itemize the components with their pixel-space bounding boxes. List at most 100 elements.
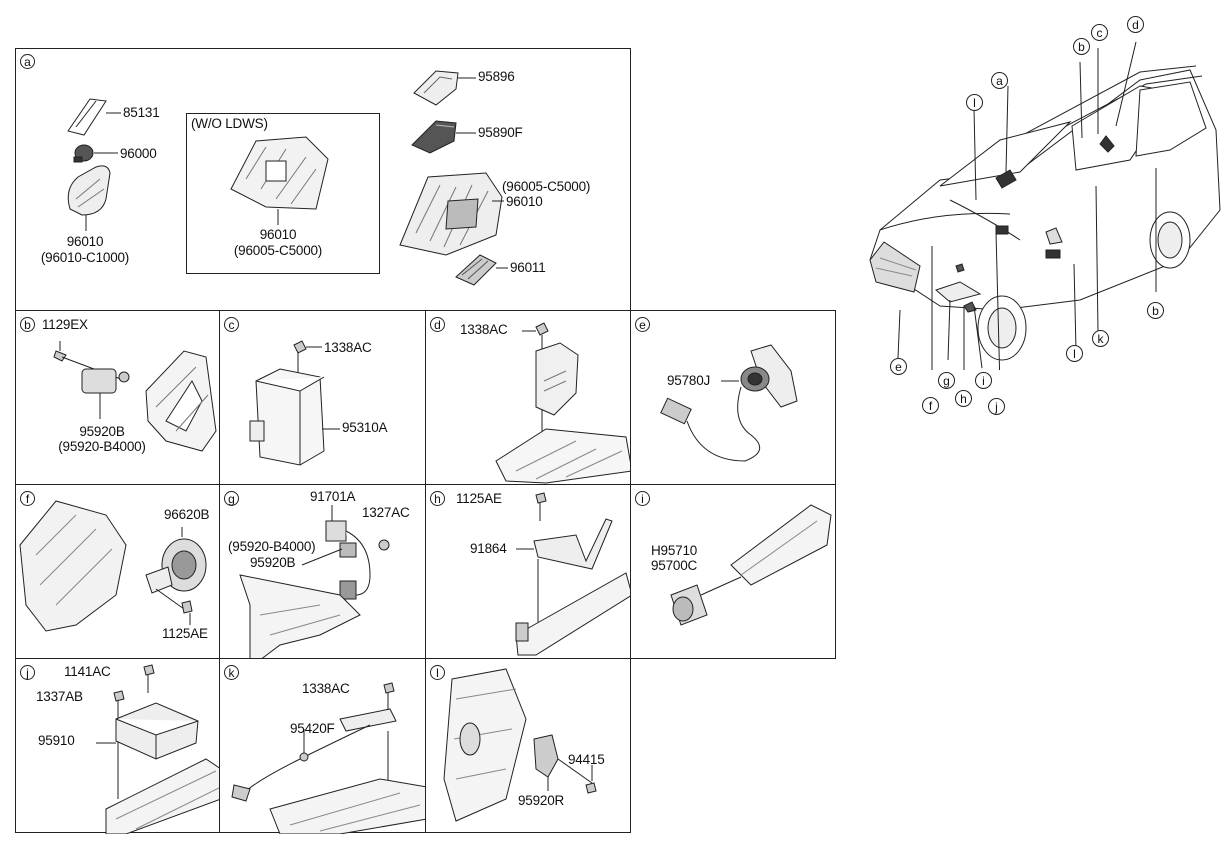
- label-95920B: 95920B: [250, 555, 296, 570]
- camera-95780J-icon: [740, 366, 770, 392]
- panel-k: k 1338AC 95420F: [219, 658, 427, 834]
- label-94415: 94415: [568, 752, 605, 767]
- label-96010-left-alt: (96010-C1000): [40, 250, 130, 265]
- label-95700C: 95700C: [651, 558, 698, 573]
- panel-h-artwork: [515, 492, 632, 656]
- label-1141AC: 1141AC: [64, 664, 111, 679]
- vehicle-callout-g: g: [938, 372, 955, 389]
- wo-ldws-box: (W/O LDWS): [186, 113, 380, 274]
- vehicle-callout-b-top: b: [1073, 38, 1090, 55]
- vehicle-outline-icon: [869, 41, 1221, 370]
- crash-sensor-95920B-icon: [81, 368, 117, 394]
- vehicle-locator-diagram: a b c d l b e: [840, 10, 1232, 375]
- panel-i-letter: i: [635, 491, 650, 506]
- vehicle-callout-l-bottom: l: [1066, 345, 1083, 362]
- panel-j-letter: j: [20, 665, 35, 680]
- panel-g: g 91701A 1327AC (95920-B4000) 95920B: [219, 484, 426, 660]
- panel-j: j 1141AC 1337AB 95910: [15, 658, 221, 834]
- label-1129EX: 1129EX: [42, 317, 88, 332]
- label-1338AC: 1338AC: [324, 340, 372, 355]
- cover-96011-icon: [455, 254, 508, 286]
- panel-i: i H95710 95700C: [630, 484, 836, 659]
- panel-l: l 94415 95920R: [425, 658, 631, 833]
- panel-f-letter: f: [20, 491, 35, 506]
- vehicle-callout-e: e: [890, 358, 907, 375]
- panel-l-letter: l: [430, 665, 445, 680]
- bracket-91864-icon: [533, 518, 613, 570]
- panel-e: e 95780J: [630, 310, 836, 485]
- actuator-icon: [535, 342, 579, 416]
- panel-c-artwork: [249, 340, 340, 466]
- panel-b-artwork: [53, 341, 217, 452]
- label-1125AE: 1125AE: [162, 626, 208, 641]
- panel-e-letter: e: [635, 317, 650, 332]
- panel-a: a: [15, 48, 631, 311]
- label-95310A: 95310A: [342, 420, 388, 435]
- label-96005-right: (96005-C5000): [502, 179, 591, 194]
- vehicle-callout-d: d: [1127, 16, 1144, 33]
- sensor-91701A-icon: [325, 520, 347, 542]
- panel-e-artwork: [660, 344, 798, 462]
- sensor-96000-icon: [73, 144, 118, 163]
- label-96010-mid-alt: (96005-C5000): [233, 243, 323, 258]
- label-96010-left: 96010: [66, 234, 104, 249]
- vehicle-callout-a: a: [991, 72, 1008, 89]
- label-96620B: 96620B: [164, 507, 210, 522]
- label-95780J: 95780J: [667, 373, 711, 388]
- vehicle-callout-i: i: [975, 372, 992, 389]
- label-95890F: 95890F: [478, 125, 523, 140]
- vehicle-callout-j: j: [988, 398, 1005, 415]
- panel-k-letter: k: [224, 665, 239, 680]
- door-panel-icon: [443, 668, 527, 822]
- label-1337AB: 1337AB: [36, 689, 83, 704]
- panel-a-letter: a: [20, 54, 35, 69]
- label-95896: 95896: [478, 69, 515, 84]
- label-H95710: H95710: [651, 543, 698, 558]
- airbag-module-95910-icon: [115, 702, 199, 760]
- vehicle-callout-b-rear: b: [1147, 302, 1164, 319]
- panel-h-letter: h: [430, 491, 445, 506]
- vehicle-callout-c: c: [1091, 24, 1108, 41]
- sensor-95700C-icon: [670, 584, 708, 626]
- label-95420F: 95420F: [290, 721, 335, 736]
- vehicle-callout-h: h: [955, 390, 972, 407]
- label-85131: 85131: [123, 105, 160, 120]
- label-96010-right: 96010: [506, 194, 543, 209]
- cover-95890F-icon: [411, 120, 476, 154]
- label-96010-mid: 96010: [259, 227, 297, 242]
- vehicle-callout-k: k: [1092, 330, 1109, 347]
- label-wo-ldws: (W/O LDWS): [191, 116, 268, 131]
- label-95920B-alt: (95920-B4000): [58, 439, 146, 454]
- label-96011: 96011: [510, 260, 546, 275]
- bracket-85131-icon: [67, 98, 121, 136]
- vehicle-callout-l-top: l: [966, 94, 983, 111]
- panel-d-letter: d: [430, 317, 445, 332]
- panel-b-letter: b: [20, 317, 35, 332]
- panel-g-letter: g: [224, 491, 239, 506]
- panel-b: b 1129EX 95920B (95920-B4000): [15, 310, 220, 485]
- label-1338AC: 1338AC: [302, 681, 350, 696]
- sensor-95920R-icon: [533, 734, 559, 778]
- panel-c-letter: c: [224, 317, 239, 332]
- label-96000: 96000: [120, 146, 157, 161]
- panel-c: c 1338AC 95310A: [219, 310, 426, 485]
- label-95920B-alt: (95920-B4000): [228, 539, 316, 554]
- cover-95896-icon: [413, 70, 476, 106]
- camera-assembly-96010-icon: [399, 172, 504, 256]
- horn-96620B-icon: [161, 538, 207, 592]
- label-1125AE: 1125AE: [456, 491, 502, 506]
- label-95920B: 95920B: [79, 424, 125, 439]
- label-95920R: 95920R: [518, 793, 565, 808]
- cover-96010-left-icon: [67, 165, 111, 231]
- label-1338AC: 1338AC: [460, 322, 508, 337]
- panel-f: f 96620B 1125AE: [15, 484, 220, 659]
- label-1327AC: 1327AC: [362, 505, 410, 520]
- panel-h: h 1125AE 91864: [425, 484, 632, 659]
- label-95910: 95910: [38, 733, 75, 748]
- label-91701A: 91701A: [310, 489, 356, 504]
- panel-d: d 1338AC: [425, 310, 632, 485]
- panel-d-artwork: [495, 322, 632, 484]
- vehicle-callout-f: f: [922, 397, 939, 414]
- label-91864: 91864: [470, 541, 507, 556]
- module-95310A-icon: [255, 368, 325, 466]
